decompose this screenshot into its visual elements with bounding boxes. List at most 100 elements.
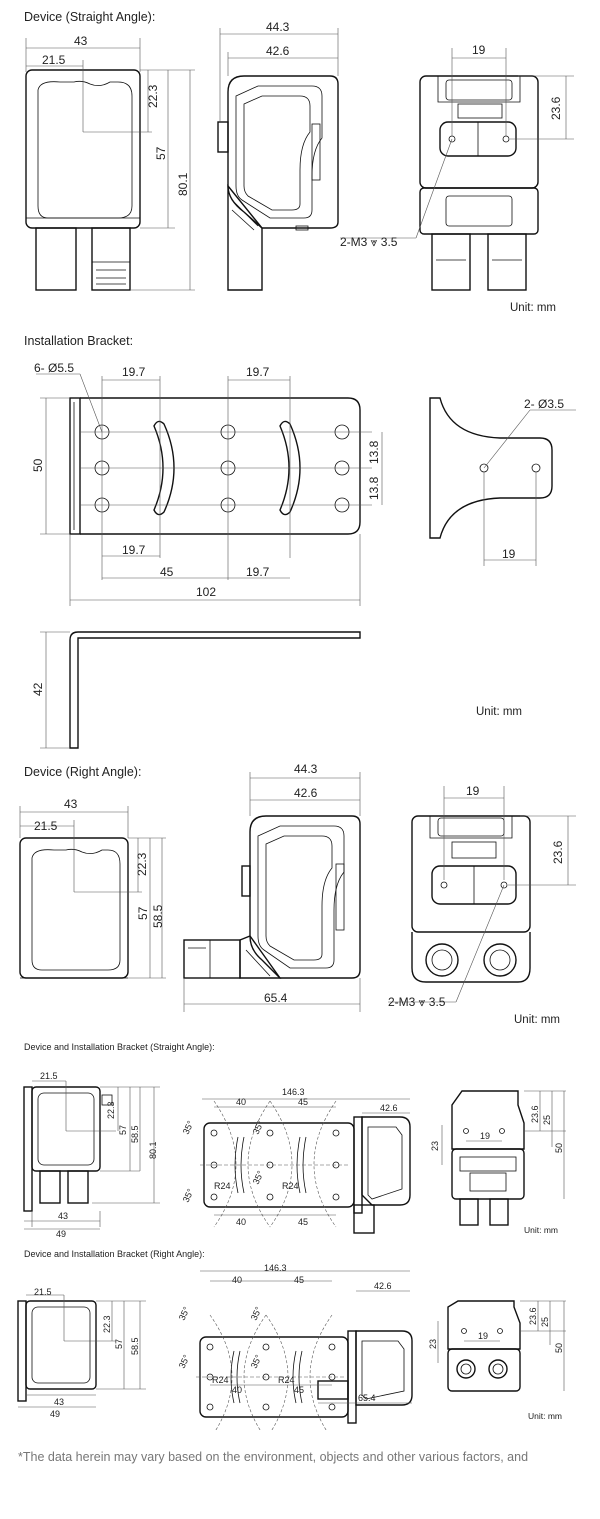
dim-angle-2: 35° <box>249 1305 264 1322</box>
dim-r24-2: R24 <box>282 1181 299 1191</box>
dim-57: 57 <box>118 1125 128 1135</box>
dim-angle-3: 35° <box>181 1187 196 1204</box>
side-view: 44.3 42.6 65.4 <box>183 762 361 1012</box>
dim-height-57: 57 <box>136 906 150 920</box>
dim-43: 43 <box>54 1397 64 1407</box>
section-title: Device (Straight Angle): <box>24 10 156 24</box>
bracket-side-view: 2- Ø3.5 19 <box>429 397 576 566</box>
dim-146-3: 146.3 <box>264 1263 287 1273</box>
section-title: Installation Bracket: <box>24 334 134 348</box>
dim-width-21-5: 21.5 <box>42 53 66 67</box>
combo-right-drawing: 21.5 22.3 57 58.5 43 49 <box>17 1263 566 1430</box>
unit-label: Unit: mm <box>476 706 522 718</box>
dim-top-40: 40 <box>236 1097 246 1107</box>
dim-depth-42-6: 42.6 <box>294 786 318 800</box>
dim-angle-1: 35° <box>181 1119 196 1136</box>
dim-width-102: 102 <box>196 585 216 599</box>
dim-bolt-23-6: 23.6 <box>549 96 563 120</box>
dim-depth-65-4: 65.4 <box>264 991 288 1005</box>
dim-bolt-19: 19 <box>466 784 480 798</box>
side-view: 23 19 23.6 25 50 <box>428 1300 566 1392</box>
dim-bolt-19: 19 <box>472 43 486 57</box>
unit-label: Unit: mm <box>524 1225 558 1235</box>
dim-vertical-13-8-b: 13.8 <box>367 476 381 500</box>
dim-top-45: 45 <box>294 1275 304 1285</box>
dim-22-3: 22.3 <box>106 1101 116 1119</box>
unit-label: Unit: mm <box>528 1411 562 1421</box>
dim-height-50: 50 <box>31 458 45 472</box>
dim-bottom-40: 40 <box>236 1217 246 1227</box>
combo-straight-drawing: 21.5 22.3 57 58.5 80.1 43 49 <box>23 1071 566 1239</box>
dim-depth-42-6: 42.6 <box>266 44 290 58</box>
section-combo-right: Device and Installation Bracket (Right A… <box>0 1245 600 1430</box>
side-view: 23 19 23.6 25 50 <box>430 1090 566 1226</box>
straight-angle-drawing: 43 21.5 22.3 57 80.1 44.3 42.6 <box>25 20 574 291</box>
dim-spacing-b: 19.7 <box>246 365 270 379</box>
section-right-angle: Device (Right Angle): 43 21.5 22.3 57 58… <box>0 760 600 1035</box>
dim-21-5: 21.5 <box>40 1071 58 1081</box>
top-view: 146.3 40 45 42.6 35° 35° 35° 35° R24 R24… <box>177 1263 413 1430</box>
section-installation-bracket: Installation Bracket: <box>0 330 600 760</box>
dim-side-23: 23 <box>428 1339 438 1349</box>
top-view: 146.3 40 45 42.6 35° 35° 35° 35° R24 R24… <box>181 1087 411 1234</box>
dim-r24-1: R24 <box>214 1181 231 1191</box>
section-combo-straight: Device and Installation Bracket (Straigh… <box>0 1035 600 1245</box>
dim-angle-4: 35° <box>249 1353 264 1370</box>
section-title: Device (Right Angle): <box>24 765 142 779</box>
dim-spacing-a: 19.7 <box>122 365 146 379</box>
bracket-profile-view: 42 <box>31 631 361 749</box>
unit-label: Unit: mm <box>510 302 556 314</box>
right-angle-drawing: 43 21.5 22.3 57 58.5 44.3 42.6 <box>19 762 576 1012</box>
dim-57: 57 <box>114 1339 124 1349</box>
section-title: Device and Installation Bracket (Straigh… <box>24 1042 215 1052</box>
dim-side-19: 19 <box>478 1331 488 1341</box>
dim-angle-4: 35° <box>251 1169 266 1186</box>
unit-label: Unit: mm <box>514 1014 560 1026</box>
dim-width-43: 43 <box>64 797 78 811</box>
dim-r24-2: R24 <box>278 1375 295 1385</box>
dim-side-holes: 2- Ø3.5 <box>524 397 564 411</box>
dim-bottom-40: 40 <box>232 1385 242 1395</box>
dim-width-21-5: 21.5 <box>34 819 58 833</box>
section-title: Device and Installation Bracket (Right A… <box>24 1249 205 1259</box>
dim-side-50: 50 <box>554 1343 564 1353</box>
dim-80-1: 80.1 <box>148 1141 158 1159</box>
dim-side-23-6: 23.6 <box>528 1307 538 1325</box>
dim-58-5: 58.5 <box>130 1337 140 1355</box>
dim-bottom-45: 45 <box>298 1217 308 1227</box>
dim-depth-44-3: 44.3 <box>294 762 318 776</box>
dim-spacing-d: 19.7 <box>246 565 270 579</box>
dim-r24-1: R24 <box>212 1375 229 1385</box>
dim-angle-3: 35° <box>177 1353 192 1370</box>
section-straight-angle: Device (Straight Angle): 43 21.5 <box>0 0 600 330</box>
dim-22-3: 22.3 <box>102 1315 112 1333</box>
dim-side-23-6: 23.6 <box>530 1105 540 1123</box>
dim-screw: 2-M3 ⩔ 3.5 <box>388 995 446 1009</box>
dim-screw: 2-M3 ⩔ 3.5 <box>340 235 398 249</box>
dim-angle-1: 35° <box>177 1305 192 1322</box>
front-view: 21.5 22.3 57 58.5 43 49 <box>17 1287 146 1419</box>
dim-height-57: 57 <box>154 146 168 160</box>
dim-top-45: 45 <box>298 1097 308 1107</box>
dim-top-42-6: 42.6 <box>380 1103 398 1113</box>
dim-65-4: 65.4 <box>358 1393 376 1403</box>
front-view: 21.5 22.3 57 58.5 80.1 43 49 <box>23 1071 160 1239</box>
bracket-drawing: 6- Ø5.5 19.7 19.7 19.7 19.7 45 102 50 13… <box>31 361 576 749</box>
dim-side-25: 25 <box>540 1317 550 1327</box>
dim-58-5: 58.5 <box>130 1125 140 1143</box>
dim-spacing-c: 19.7 <box>122 543 146 557</box>
dim-height-22-3: 22.3 <box>146 84 160 108</box>
dim-height-58-5: 58.5 <box>151 904 165 928</box>
front-view: 43 21.5 22.3 57 80.1 <box>25 34 195 291</box>
dim-side-19: 19 <box>502 547 516 561</box>
back-view: 19 23.6 2-M3 ⩔ 3.5 <box>340 43 574 291</box>
dim-angle-2: 35° <box>251 1119 266 1136</box>
dim-holes: 6- Ø5.5 <box>34 361 74 375</box>
side-view: 44.3 42.6 <box>217 20 339 291</box>
dim-146-3: 146.3 <box>282 1087 305 1097</box>
dim-side-19: 19 <box>480 1131 490 1141</box>
bracket-top-view: 6- Ø5.5 19.7 19.7 19.7 19.7 45 102 50 13… <box>31 361 383 606</box>
dim-depth-44-3: 44.3 <box>266 20 290 34</box>
dim-height-22-3: 22.3 <box>135 852 149 876</box>
front-view: 43 21.5 22.3 57 58.5 <box>19 797 166 979</box>
